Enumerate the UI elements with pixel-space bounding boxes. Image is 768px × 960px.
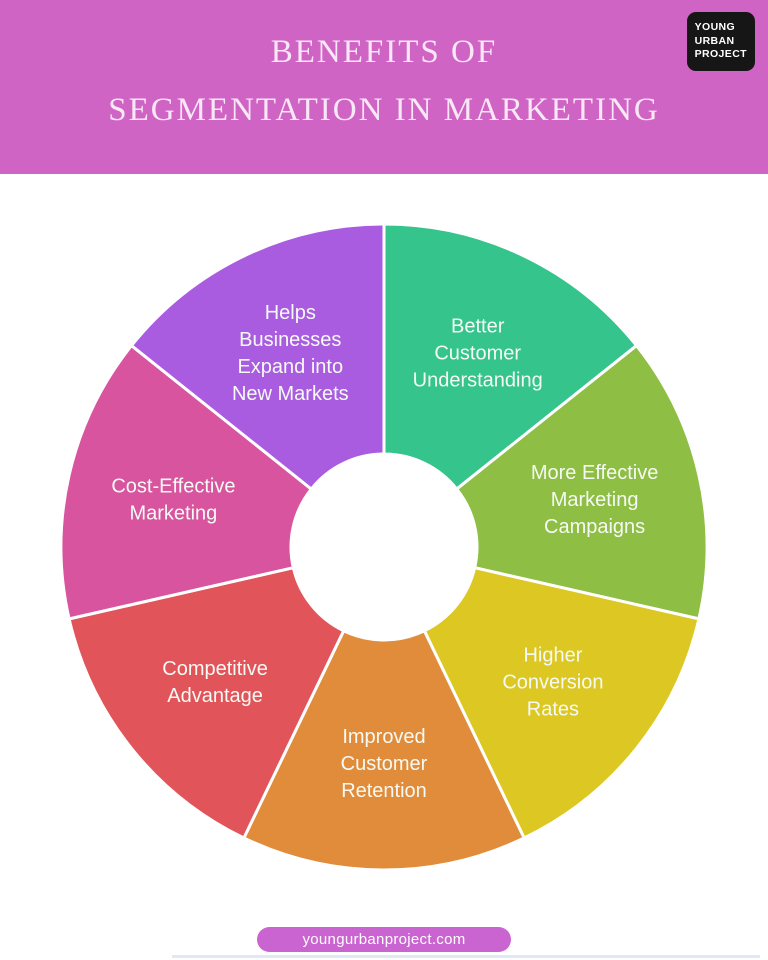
pie-slice-competitive-advantage [67, 566, 346, 840]
logo-line: YOUNG [694, 21, 736, 33]
footer-underline [172, 955, 760, 958]
pie-slice-helps-businesses-expand-into-new-markets [129, 222, 386, 491]
pie-slice-more-effective-marketing-campaigns [455, 344, 709, 621]
pie-slice-better-customer-understanding [382, 222, 639, 491]
logo-line: URBAN [694, 34, 735, 47]
page-title-line1: BENEFITS OF [270, 34, 498, 70]
page-title: BENEFITS OF SEGMENTATION IN MARKETING [0, 0, 768, 127]
pie-slice-improved-customer-retention [242, 629, 526, 872]
pie-slice-cost-effective-marketing [59, 344, 313, 621]
header-banner: BENEFITS OF SEGMENTATION IN MARKETING YO… [0, 0, 768, 174]
logo-line: PROJECT [694, 48, 747, 61]
young-urban-project-logo: YOUNG URBAN PROJECT [686, 12, 755, 71]
page-title-line2: SEGMENTATION IN MARKETING [108, 92, 660, 128]
website-pill[interactable]: youngurbanproject.com [257, 927, 511, 952]
